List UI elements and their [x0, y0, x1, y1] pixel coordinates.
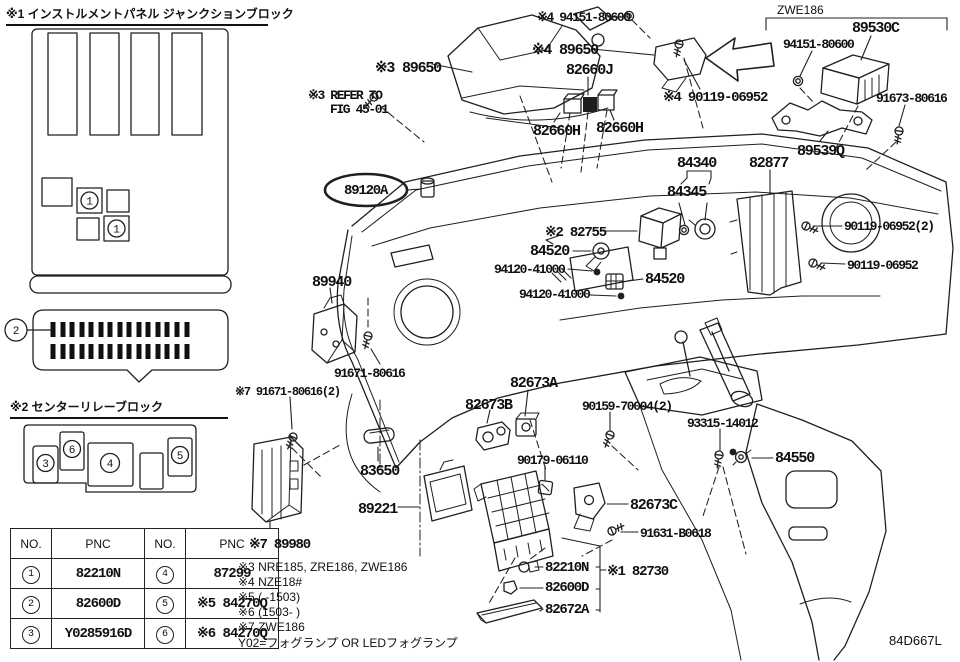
part-label: 82600D [545, 580, 589, 596]
part-label: 84550 [775, 450, 815, 467]
part-label: 82672A [545, 602, 589, 618]
footnote: ※7 ZWE186 [238, 620, 305, 634]
callout-number: 2 [22, 595, 40, 614]
footnote: Y02=フォグランプ OR LEDフォグランプ [238, 636, 458, 650]
figure-code: 84D667L [889, 633, 942, 648]
part-label: 89940 [312, 274, 352, 291]
part-label-89120a-selected[interactable]: 89120A [344, 183, 388, 199]
part-label: 89221 [358, 501, 398, 518]
part-label: 82673C [630, 497, 678, 514]
direction-arrow-icon [705, 37, 775, 82]
table-row: 3 Y0285916D 6 ※6 84270Q [10, 618, 279, 649]
center-relay-block-drawing: 3 6 4 5 [23, 424, 197, 493]
part-label: ※4 89650 [532, 42, 599, 59]
leader-lines [269, 16, 948, 613]
callout-number: 1 [22, 565, 40, 584]
assembly-dashed-lines [291, 19, 897, 606]
part-label: 82210N [545, 560, 589, 576]
part-label: ※1 82730 [607, 564, 669, 580]
callout-number: 5 [156, 595, 174, 614]
part-label-refer-note: ※3 REFER TO [308, 88, 383, 103]
part-label: 91631-B0618 [640, 526, 712, 541]
footnote: ※5 ( -1503) [238, 590, 301, 604]
part-label: 84345 [667, 184, 707, 201]
part-label: 84340 [677, 155, 717, 172]
part-label: 89539Q [797, 143, 845, 160]
part-label: 82877 [749, 155, 789, 172]
part-label: ※4 94151-80600 [537, 10, 631, 25]
part-label: 94151-80600 [783, 37, 855, 52]
svg-text:6: 6 [69, 445, 76, 457]
part-label-refer-fig: FIG 45-01 [330, 102, 389, 117]
part-label: 90119-06952(2) [844, 219, 935, 234]
footnote: ※6 (1503- ) [238, 605, 301, 619]
callout-number: 3 [22, 625, 40, 644]
section2-title: ※2 センターリレーブロック [10, 398, 228, 419]
part-label: 82660H [533, 123, 581, 140]
svg-text:4: 4 [107, 459, 114, 471]
footnote: ※4 NZE18# [238, 575, 303, 589]
part-label: 89530C [852, 20, 900, 37]
table-row: 1 82210N 4 87299 [10, 558, 279, 589]
part-label: 90119-06952 [847, 258, 919, 273]
component-glyphs [251, 6, 905, 624]
svg-text:3: 3 [42, 459, 49, 471]
part-label: 90179-06110 [517, 453, 589, 468]
callout-number: 6 [156, 625, 174, 644]
table-row: 2 82600D 5 ※5 84270Q [10, 588, 279, 619]
svg-text:2: 2 [13, 326, 20, 338]
footnote: ※3 NRE185, ZRE186, ZWE186 [238, 560, 408, 574]
part-label: 91671-80616 [334, 366, 406, 381]
part-label: 93315-14012 [687, 416, 759, 431]
part-label: 82660H [596, 120, 644, 137]
highlight-ellipse [323, 172, 409, 208]
part-label: ※4 90119-06952 [663, 90, 768, 106]
svg-text:1: 1 [86, 197, 93, 209]
part-label: 94120-41000 [519, 287, 591, 302]
part-label: 84520 [530, 243, 570, 260]
callout-number: 4 [156, 565, 174, 584]
part-label: 94120-41000 [494, 262, 566, 277]
table-header-row: NO. PNC NO. PNC [10, 528, 279, 559]
svg-text:5: 5 [177, 451, 184, 463]
part-label: 82660J [566, 62, 614, 79]
part-label: ※7 91671-80616(2) [235, 385, 341, 399]
model-code-label: ZWE186 [777, 3, 824, 17]
junction-block-drawing: 1 1 [29, 28, 232, 294]
pnc-table: NO. PNC NO. PNC 1 82210N 4 87299 2 82600… [10, 528, 279, 649]
part-label: ※7 89980 [249, 537, 311, 553]
part-label: 83650 [360, 463, 400, 480]
part-label: 90159-70004(2) [582, 399, 673, 414]
part-label: 84520 [645, 271, 685, 288]
section1-title: ※1 インストルメントパネル ジャンクションブロック [6, 5, 294, 26]
svg-text:1: 1 [113, 225, 120, 237]
part-label: 82673A [510, 375, 558, 392]
part-label: ※3 89650 [375, 60, 442, 77]
dashboard-body [336, 133, 954, 661]
relay-connector-drawing: 2 [4, 309, 229, 383]
part-label: 91673-80616 [876, 91, 948, 106]
part-label: ※2 82755 [545, 225, 607, 241]
part-label: 82673B [465, 397, 513, 414]
